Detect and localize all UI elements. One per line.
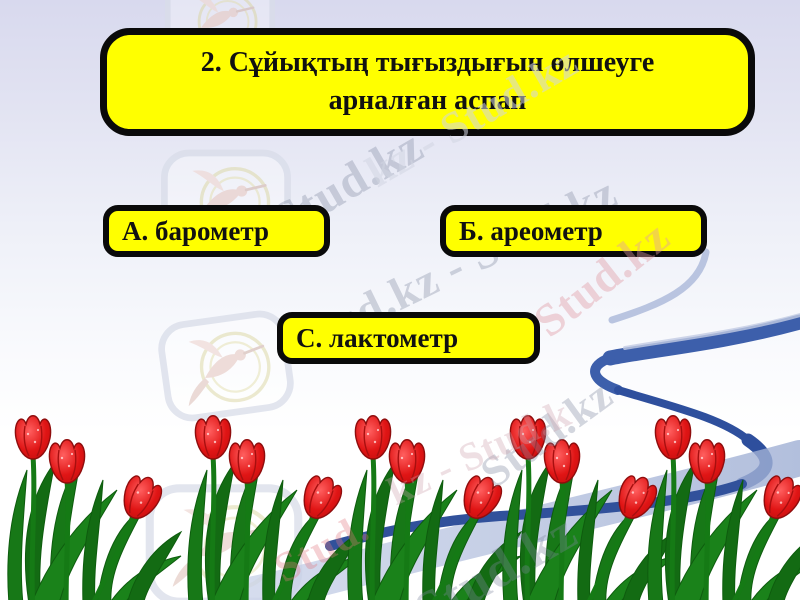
answer-option-a-label: А. барометр [122, 215, 269, 246]
tulip-flowerbed [8, 416, 800, 600]
answer-option-c-label: С. лактометр [296, 322, 459, 353]
question-text: 2. Сұйықтың тығыздығын өлшеуге арналған … [200, 47, 655, 116]
answer-option-a[interactable]: А. барометр [103, 205, 330, 257]
answer-option-b[interactable]: Б. ареометр [440, 205, 707, 257]
question-box: 2. Сұйықтың тығыздығын өлшеуге арналған … [100, 28, 755, 136]
answer-option-b-label: Б. ареометр [459, 215, 603, 246]
answer-option-c[interactable]: С. лактометр [277, 312, 540, 364]
